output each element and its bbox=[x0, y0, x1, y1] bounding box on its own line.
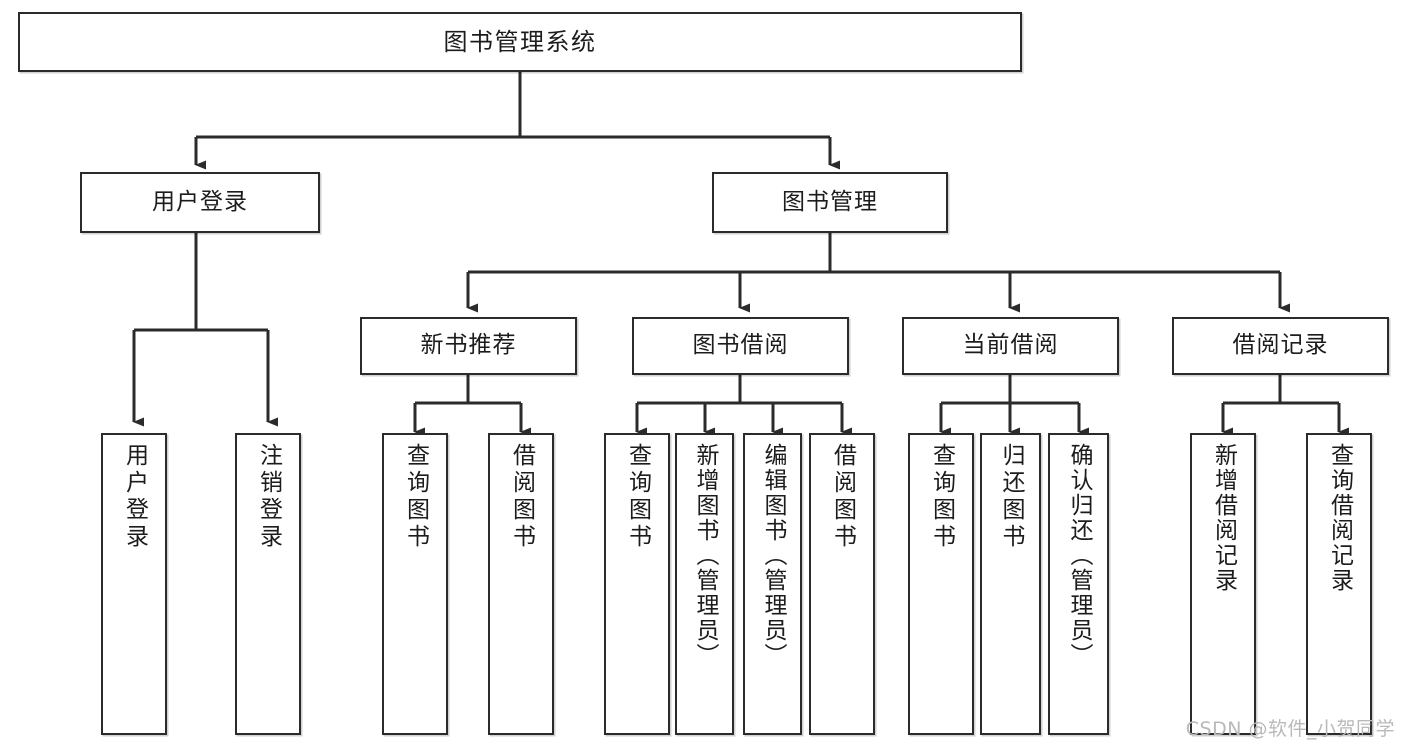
node-leaf-borrow-book-2[interactable]: 借阅图书 bbox=[809, 433, 875, 735]
node-label: 用户登录 bbox=[152, 188, 248, 215]
node-leaf-user-logout[interactable]: 注销登录 bbox=[235, 433, 301, 735]
node-label: 确认归还（管理员） bbox=[1066, 443, 1092, 668]
node-label: 图书管理 bbox=[782, 188, 878, 215]
node-label: 注销登录 bbox=[255, 443, 282, 551]
node-book-borrow[interactable]: 图书借阅 bbox=[632, 317, 849, 375]
node-leaf-user-login[interactable]: 用户登录 bbox=[101, 433, 167, 735]
node-root-system[interactable]: 图书管理系统 bbox=[18, 12, 1022, 72]
node-label: 借阅记录 bbox=[1232, 332, 1329, 359]
node-borrow-record[interactable]: 借阅记录 bbox=[1172, 317, 1389, 375]
node-label: 借阅图书 bbox=[829, 443, 856, 551]
node-new-book-recommend[interactable]: 新书推荐 bbox=[360, 317, 577, 375]
node-label: 归还图书 bbox=[998, 443, 1024, 551]
node-label: 当前借阅 bbox=[962, 332, 1059, 359]
node-leaf-confirm-return[interactable]: 确认归还（管理员） bbox=[1048, 433, 1109, 735]
node-label: 借阅图书 bbox=[508, 443, 535, 551]
node-label: 新增借阅记录 bbox=[1210, 443, 1237, 593]
node-leaf-query-book-3[interactable]: 查询图书 bbox=[908, 433, 974, 735]
node-label: 查询图书 bbox=[624, 443, 651, 551]
node-user-login[interactable]: 用户登录 bbox=[80, 172, 320, 233]
node-leaf-query-book-1[interactable]: 查询图书 bbox=[382, 433, 448, 735]
node-leaf-borrow-book-1[interactable]: 借阅图书 bbox=[488, 433, 554, 735]
node-leaf-return-book[interactable]: 归还图书 bbox=[980, 433, 1041, 735]
node-leaf-query-book-2[interactable]: 查询图书 bbox=[604, 433, 670, 735]
node-label: 新增图书（管理员） bbox=[692, 443, 718, 668]
node-leaf-add-record[interactable]: 新增借阅记录 bbox=[1190, 433, 1256, 735]
node-label: 查询图书 bbox=[928, 443, 955, 551]
node-book-manage[interactable]: 图书管理 bbox=[712, 172, 948, 233]
csdn-watermark: CSDN @软件_小贺同学 bbox=[1185, 718, 1395, 740]
node-label: 用户登录 bbox=[121, 443, 148, 551]
node-label: 查询借阅记录 bbox=[1326, 443, 1353, 593]
node-label: 图书借阅 bbox=[692, 332, 789, 359]
node-label: 新书推荐 bbox=[420, 332, 517, 359]
node-label: 查询图书 bbox=[402, 443, 429, 551]
node-current-borrow[interactable]: 当前借阅 bbox=[902, 317, 1119, 375]
node-leaf-edit-book[interactable]: 编辑图书（管理员） bbox=[743, 433, 802, 735]
node-label: 图书管理系统 bbox=[443, 27, 597, 56]
node-leaf-add-book[interactable]: 新增图书（管理员） bbox=[675, 433, 734, 735]
node-label: 编辑图书（管理员） bbox=[760, 443, 786, 668]
node-leaf-query-record[interactable]: 查询借阅记录 bbox=[1306, 433, 1372, 735]
